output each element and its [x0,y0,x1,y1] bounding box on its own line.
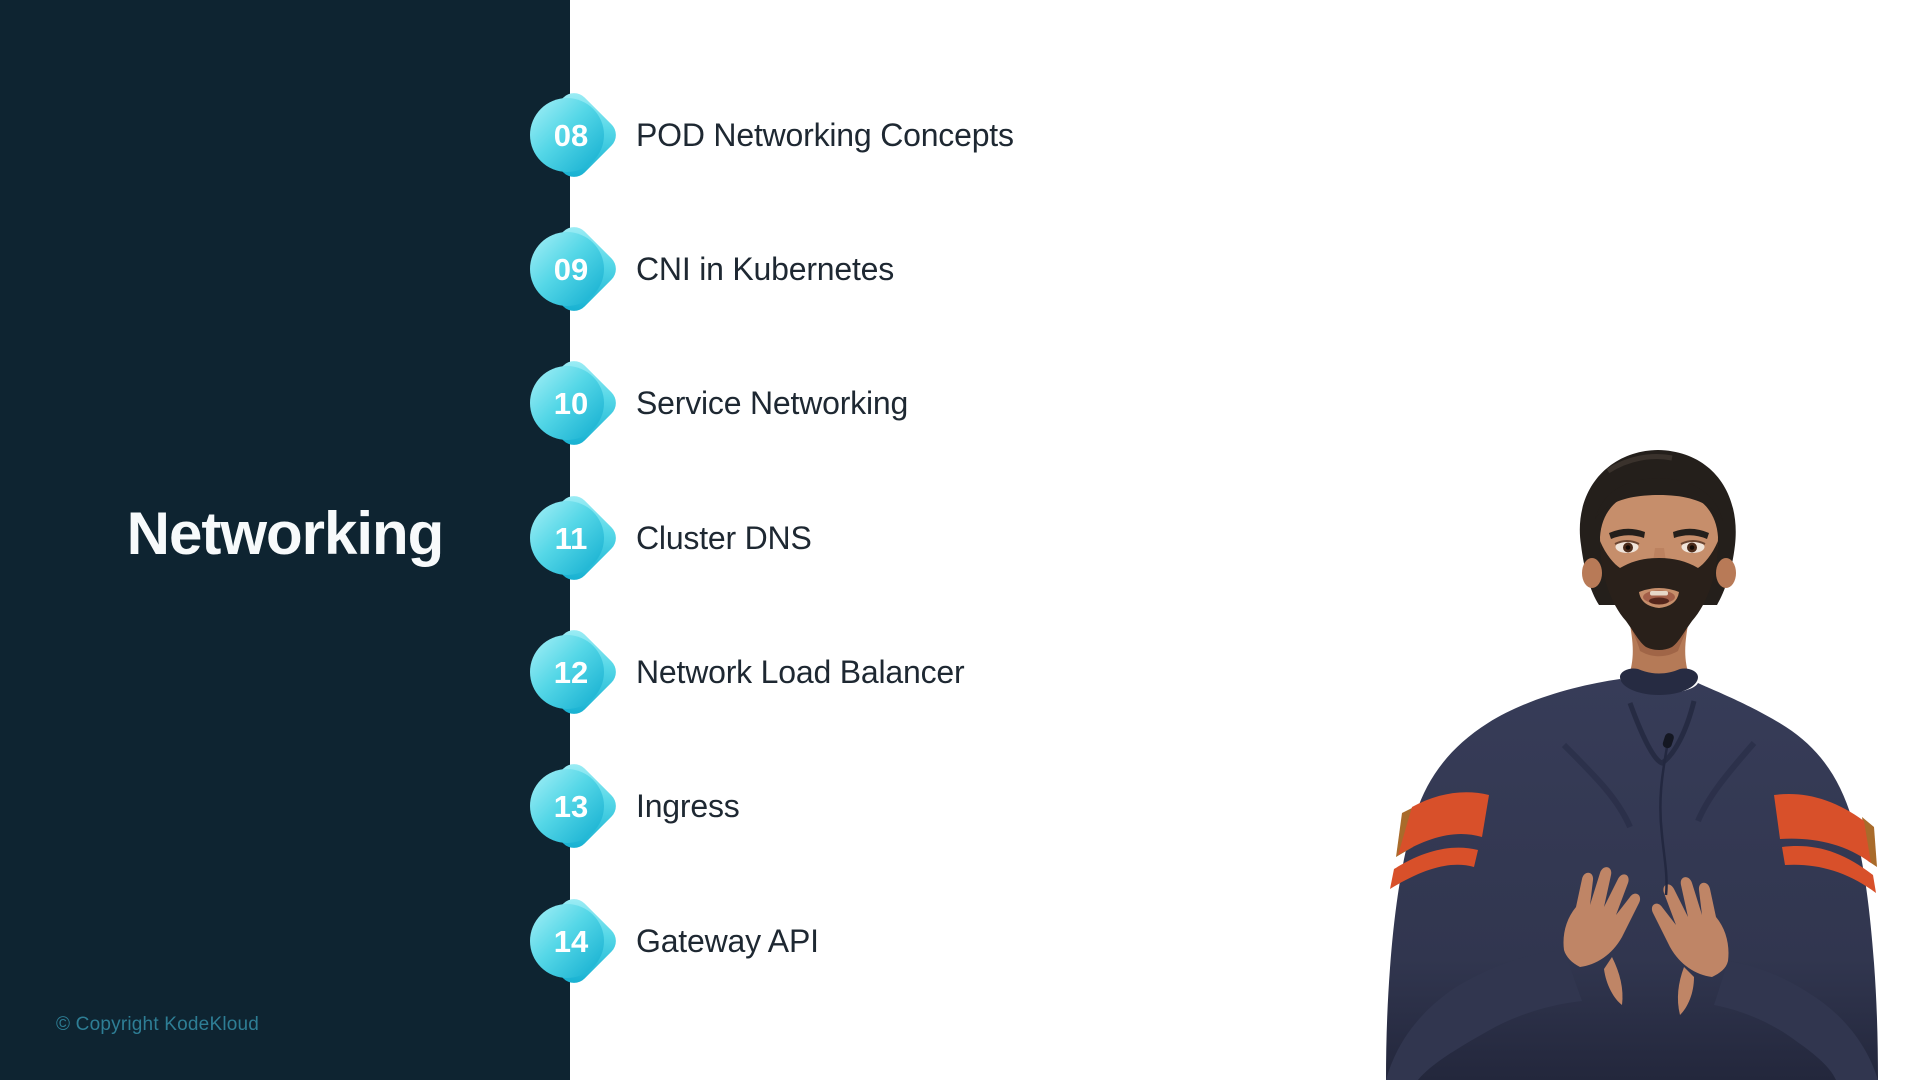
copyright-notice: © Copyright KodeKloud [56,1014,260,1035]
sleeve-stripe [1782,846,1876,893]
list-item: 10 Service Networking [530,350,908,456]
list-item: 13 Ingress [530,753,740,859]
list-item: 11 Cluster DNS [530,485,812,591]
item-number: 10 [554,386,588,421]
item-number-badge-icon: 11 [530,496,616,580]
item-label: Service Networking [636,384,909,421]
list-item: 09 CNI in Kubernetes [530,216,894,322]
item-label: Cluster DNS [636,519,812,556]
item-number-badge-icon: 09 [530,227,616,311]
list-item: 14 Gateway API [530,888,819,994]
presenter-ear [1716,558,1736,588]
sleeve-stripe [1774,794,1871,863]
item-number-badge-icon: 13 [530,764,616,848]
item-number-badge-icon: 08 [530,93,616,177]
sleeve-stripe [1398,792,1489,855]
item-number: 13 [554,789,588,824]
presenter-beard [1600,541,1718,650]
presenter-torso [1386,668,1878,1080]
sleeve-stripe [1390,847,1478,889]
presenter-left-hand [1563,867,1641,1005]
presenter-head [1579,450,1736,650]
list-item: 08 POD Networking Concepts [530,82,1014,188]
item-label: Network Load Balancer [636,653,965,690]
item-number: 14 [554,924,589,959]
presenter-photo [1386,450,1878,1080]
item-number: 11 [555,521,588,556]
presenter-ear [1582,558,1602,588]
item-number: 09 [554,252,588,287]
presenter-right-hand [1651,877,1729,1015]
lapel-mic-icon [1659,733,1674,896]
item-label: CNI in Kubernetes [636,250,895,287]
item-number-badge-icon: 14 [530,899,616,983]
item-label: POD Networking Concepts [636,116,1014,153]
item-label: Gateway API [636,922,819,959]
item-number-badge-icon: 12 [530,630,616,714]
sleeve-patch [1862,817,1877,867]
list-item: 12 Network Load Balancer [530,619,965,725]
item-number: 08 [554,118,588,153]
presenter-eyes [1614,540,1706,553]
item-number: 12 [554,655,588,690]
item-label: Ingress [636,787,740,824]
sidebar: Networking © Copyright KodeKloud [0,0,570,1080]
item-number-badge-icon: 10 [530,361,616,445]
page-title: Networking [126,500,445,567]
